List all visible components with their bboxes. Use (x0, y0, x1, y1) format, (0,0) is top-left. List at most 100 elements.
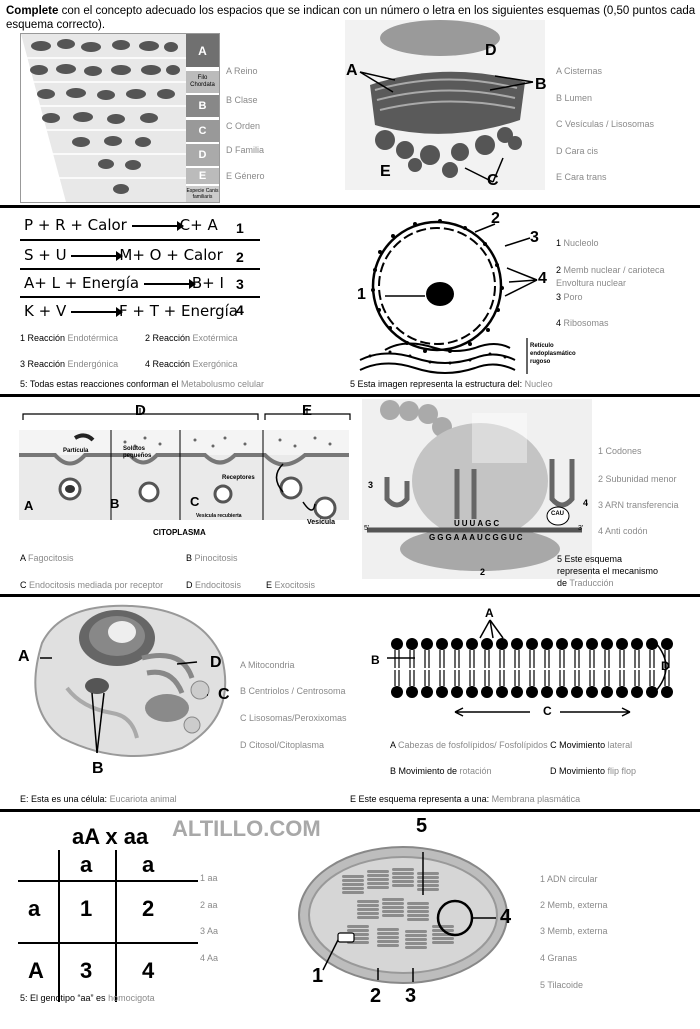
punnett-answer-2: 2 aa (200, 900, 218, 910)
endo-label-e: E (302, 402, 313, 419)
golgi-answer-c: C Vesículas / Lisosomas (556, 119, 655, 129)
taxonomy-diagram: A Filo Chordata B C D E Especie Canis fa… (20, 33, 220, 203)
nucleus-num-3: 3 (530, 229, 539, 246)
endo-solutos: Solutos pequeños (123, 446, 152, 459)
translation-answer-2: 2 Subunidad menor (598, 474, 677, 484)
question-5-nucleus: 5 Esta imagen representa la estructura d… (350, 379, 553, 389)
membrane-label-d: D (661, 659, 670, 673)
codon-top: UUUAGC (454, 519, 502, 528)
reaction-3: 3 Reacción Endergónica (20, 359, 119, 369)
golgi-label-b: B (535, 76, 547, 93)
taxonomy-box-filo: Filo Chordata (186, 71, 219, 93)
chloroplast-num-5: 5 (416, 815, 428, 837)
translation-question-5: 5 Este esquema representa el mecanismo d… (557, 554, 659, 588)
cell-answer-a: A Mitocondria (240, 660, 295, 670)
endo-label-c: C (190, 494, 200, 509)
translation-answer-4: 4 Anti codón (598, 526, 648, 536)
endo-label-b: B (110, 496, 120, 511)
endocytosis-diagram (15, 402, 355, 542)
chloroplast-num-2: 2 (370, 985, 382, 1007)
taxonomy-box-b: B (186, 95, 219, 117)
golgi-label-c: C (487, 172, 499, 189)
endo-particula: Partícula (63, 448, 89, 454)
nucleus-num-2: 2 (491, 210, 500, 227)
translation-diagram (362, 399, 592, 579)
translation-num-4: 4 (583, 498, 589, 508)
punnett-cell-3: 3 (80, 958, 93, 983)
cell-question-e: E: Esta es una célula: Eucariota animal (20, 794, 177, 804)
eq1-left: P + R + Calor (24, 216, 127, 234)
eq2-right: M+ O + Calor (119, 246, 223, 264)
translation-answer-3: 3 ARN transferencia (598, 500, 679, 510)
membrane-answer-ac: A Cabezas de fosfolípidos/ Fosfolípidos … (390, 740, 633, 750)
punnett-cell-1: 1 (80, 896, 93, 921)
punnett-row-1: a (28, 896, 41, 921)
nucleus-answer-envoltura: Envoltura nuclear (556, 278, 627, 288)
membrane-diagram (385, 612, 685, 727)
membrane-label-c: C (543, 704, 552, 718)
cell-label-a: A (18, 648, 30, 665)
golgi-label-a: A (346, 62, 358, 79)
taxonomy-answer-e: E Género (226, 171, 265, 181)
eq2-num: 2 (236, 249, 244, 265)
translation-answer-1: 1 Codones (598, 446, 642, 456)
nucleus-num-4: 4 (538, 270, 547, 287)
chloroplast-answer-3: 3 Memb, externa (540, 926, 608, 936)
golgi-answer-b: B Lumen (556, 93, 593, 103)
endo-answer-e: E Exocitosis (266, 580, 316, 590)
punnett-answer-4: 4 Aa (200, 953, 219, 963)
punnett-cell-2: 2 (142, 896, 155, 921)
membrane-answer-d: D Movimiento flip flop (550, 766, 637, 776)
endo-label-a: A (24, 498, 34, 513)
endo-answer-d: D Endocitosis (186, 580, 242, 590)
chloroplast-answer-2: 2 Memb, externa (540, 900, 608, 910)
eq3-num: 3 (236, 276, 244, 292)
punnett-cell-4: 4 (142, 958, 155, 983)
nucleus-answer-4: 4 Ribosomas (556, 318, 609, 328)
translation-num-2: 2 (480, 567, 486, 577)
cell-label-c: C (218, 686, 230, 703)
membrane-label-a: A (485, 606, 494, 620)
three-prime: 3' (578, 525, 584, 532)
membrane-label-b: B (371, 653, 380, 667)
punnett-square: a a a A 1 2 3 4 (18, 850, 198, 1002)
anticodon: CAU (551, 511, 564, 517)
endo-vesicula: Vesícula (307, 519, 336, 526)
golgi-answer-e: E Cara trans (556, 172, 607, 182)
chloroplast-num-4: 4 (500, 906, 512, 928)
nucleus-answer-1: 1 Nucleolo (556, 238, 599, 248)
punnett-answer-1: 1 aa (200, 873, 218, 883)
taxonomy-box-e: E (186, 168, 219, 184)
chloroplast-num-3: 3 (405, 985, 417, 1007)
punnett-question-5: 5: El genotipo “aa” es homocigota (20, 993, 155, 1003)
eq4-num: 4 (236, 302, 244, 318)
chloroplast-num-1: 1 (312, 965, 324, 987)
endo-vesicula-recubierta: Vesícula recubierta (196, 513, 242, 519)
endo-receptores: Receptores (222, 475, 255, 481)
chloroplast-answer-5: 5 Tilacoide (540, 980, 584, 990)
chloroplast-answer-1: 1 ADN circular (540, 874, 598, 884)
eq1-num: 1 (236, 220, 244, 236)
nucleus-answer-3: 3 Poro (556, 292, 583, 302)
watermark: ALTILLO.COM (172, 816, 321, 841)
separator-1 (0, 205, 700, 208)
cell-answer-c: C Lisosomas/Peroxixomas (240, 713, 347, 723)
five-prime: 5' (364, 525, 370, 532)
endo-answer-b: B Pinocitosis (186, 553, 238, 563)
chloroplast-diagram (298, 840, 508, 990)
reaction-2: 2 Reacción Exotérmica (145, 333, 238, 343)
punnett-row-2: A (28, 958, 44, 983)
punnett-header-1: a (80, 852, 93, 877)
golgi-label-e: E (380, 163, 391, 180)
eq2-left: S + U (24, 246, 67, 264)
taxonomy-answer-b: B Clase (226, 95, 258, 105)
instructions: Complete con el concepto adecuado los es… (6, 5, 696, 31)
reaction-1: 1 Reacción Endotérmica (20, 333, 119, 343)
separator-2 (0, 394, 700, 397)
punnett-cross: aA x aa (72, 824, 149, 849)
taxonomy-box-d: D (186, 144, 219, 166)
nucleus-diagram (345, 210, 545, 380)
nucleus-num-1: 1 (357, 286, 366, 303)
golgi-label-d: D (485, 42, 497, 59)
punnett-header-2: a (142, 852, 155, 877)
